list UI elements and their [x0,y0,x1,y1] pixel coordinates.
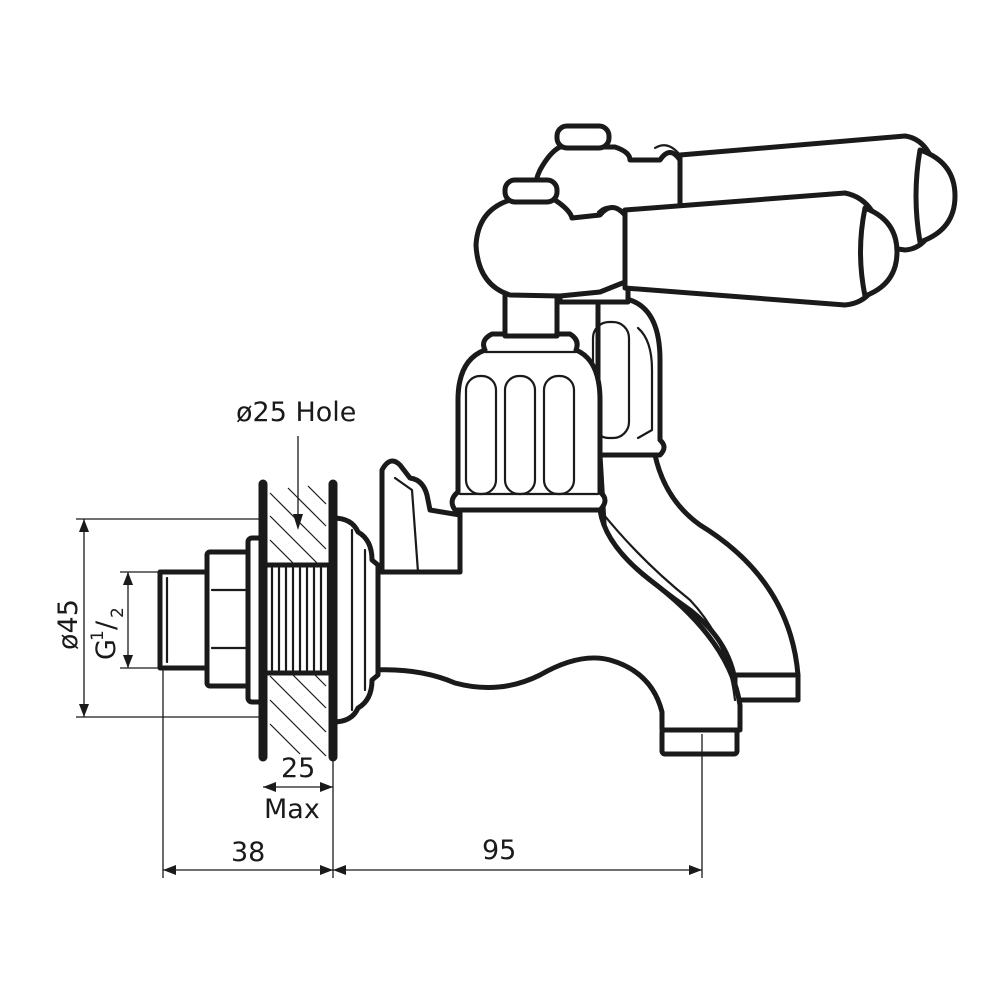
front-flange-line [350,528,367,712]
thread-label-main: G [91,639,122,660]
thread-label-numerator: 1 [88,630,108,641]
rear-headwork-flute-2 [636,326,654,440]
front-flange [330,515,381,725]
front-stem [502,291,560,339]
front-rear-fin [379,458,463,575]
length-back-arrow-right [320,865,333,875]
diameter-label: ø45 [53,599,84,650]
front-spout-nozzle [659,727,740,757]
dia45-arrow-top [79,519,89,532]
front-spout-inner-line [598,508,737,702]
rear-lever-ring [653,144,682,212]
thread-label-denominator: 2 [108,607,128,618]
length-front-label: 95 [482,835,516,866]
length-front-arrow-right [689,865,702,875]
backnut-edge [210,588,248,650]
front-lever-end [858,205,900,299]
backnut [204,549,252,689]
wall-thickness-label: 25 [281,753,315,784]
front-spout [372,507,743,733]
front-lever-cap [502,177,560,205]
wall-max-label: Max [264,794,320,825]
wall-arrow-left [263,782,276,792]
hole-label: ø25 Hole [236,397,356,428]
length-front-arrow-left [333,865,346,875]
front-headwork [449,331,608,513]
wall-section [258,479,338,762]
thread-label: G 1 / 2 [88,607,128,660]
thread-arrow-bottom [123,655,133,668]
dia45-arrow-bottom [79,704,89,717]
wall-hatching-bottom [269,673,327,757]
rear-spout-nozzle [732,672,801,703]
labels: ø25 Hole ø45 G 1 / 2 25 Max 38 95 [53,397,516,868]
hole-leader-arrow [293,514,303,530]
rear-lever-cap [554,123,612,151]
dimensions [76,436,703,878]
rear-lever-end [913,147,958,245]
thread-label-slash: / [91,620,122,630]
wall-arrow-right [320,782,333,792]
front-lever-ball [473,197,628,299]
length-back-label: 38 [231,837,265,868]
front-lever-handle [622,190,886,308]
wall-sleeve-threads [270,566,330,672]
front-rear-fin-detail [393,476,420,574]
length-back-arrow-left [163,865,176,875]
thread-arrow-top [123,572,133,585]
